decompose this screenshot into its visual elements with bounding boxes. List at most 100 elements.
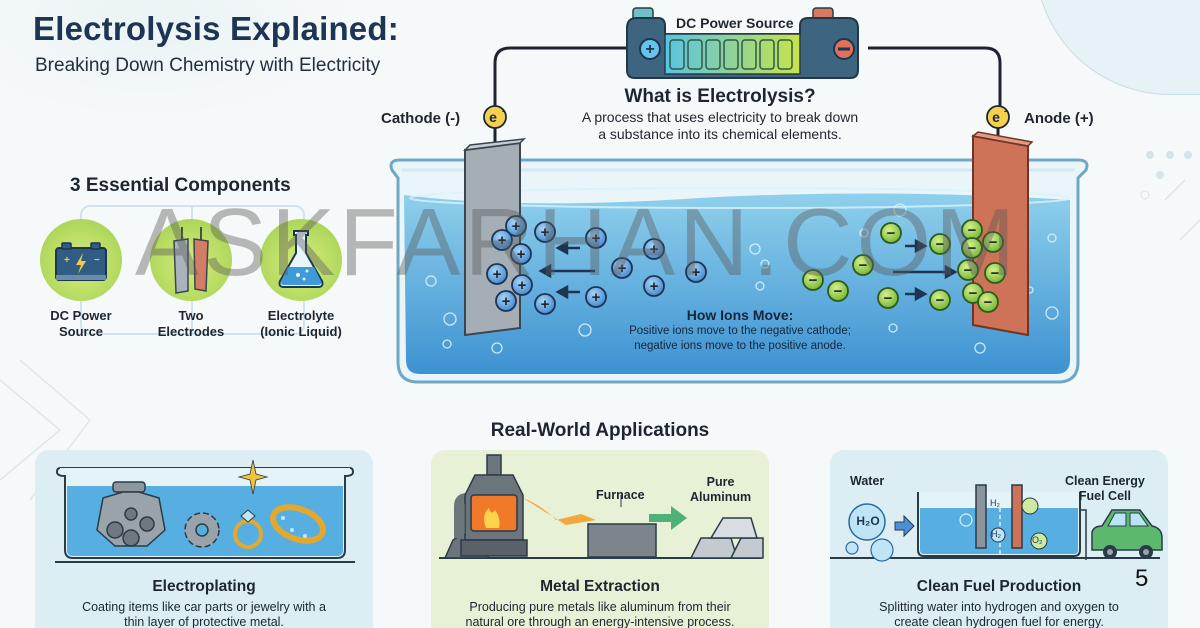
svg-text:−: − [968, 222, 977, 239]
desc-line: natural ore through an energy-intensive … [465, 615, 735, 628]
definition-line: A process that uses electricity to break… [581, 109, 859, 125]
anion-icon: − [982, 231, 1004, 253]
svg-text:−: − [859, 257, 868, 274]
cation-icon: + [685, 261, 707, 283]
anion-icon: − [827, 280, 849, 302]
ring-icon [233, 509, 263, 549]
beaker [389, 158, 1089, 384]
label-line: Aluminum [690, 490, 752, 504]
clean-fuel-illustration [830, 484, 1163, 562]
svg-text:−: − [968, 240, 977, 257]
svg-text:−: − [969, 285, 978, 302]
cation-icon: + [510, 243, 532, 265]
sparkle-icon [237, 459, 269, 495]
electrolysis-tank [917, 484, 1087, 560]
desc-line: create clean hydrogen fuel for energy. [894, 615, 1104, 628]
electrodes-icon [173, 227, 209, 294]
page-number: 5 [1135, 565, 1149, 592]
svg-text:−: − [887, 225, 896, 242]
label-line: Fuel Cell [1078, 489, 1131, 503]
anion-icon: − [929, 233, 951, 255]
definition-text: A process that uses electricity to break… [560, 109, 880, 143]
cation-icon: + [534, 221, 556, 243]
watermark: ASKFARHAN.COM [135, 189, 1020, 296]
svg-text:−: − [809, 272, 818, 289]
furnace-icon [460, 454, 528, 557]
component-electrolyte [260, 219, 342, 301]
label-line: Pure [706, 475, 735, 489]
cation-icon: + [585, 286, 607, 308]
anion-icon: − [929, 289, 951, 311]
svg-text:+: + [692, 264, 701, 281]
gear-icon [184, 512, 220, 548]
cation-icon: + [611, 257, 633, 279]
ions-line: Positive ions move to the negative catho… [629, 325, 851, 337]
flask-icon [278, 230, 324, 288]
anode-label: Anode (+) [1024, 110, 1094, 127]
molten-metal [523, 498, 596, 525]
desc-line: thin layer of protective metal. [124, 615, 284, 628]
engine-icon [96, 481, 166, 547]
svg-text:+: + [541, 296, 550, 313]
svg-text:+: + [650, 278, 659, 295]
applications-heading: Real-World Applications [490, 420, 710, 441]
cation-icon: + [643, 238, 665, 260]
cation-icon: + [643, 275, 665, 297]
page-subtitle: Breaking Down Chemistry with Electricity [35, 55, 381, 76]
svg-text:+: + [493, 266, 502, 283]
svg-text:−: − [964, 262, 973, 279]
svg-text:+: + [541, 224, 550, 241]
svg-text:+: + [517, 246, 526, 263]
card-desc-electroplating: Coating items like car parts or jewelry … [35, 600, 373, 628]
definition-heading: What is Electrolysis? [624, 86, 816, 107]
svg-text:+: + [498, 232, 507, 249]
desc-line: Splitting water into hydrogen and oxygen… [879, 600, 1119, 614]
svg-text:+: + [502, 293, 511, 310]
fuel-cell-label: Clean Energy Fuel Cell [1065, 474, 1145, 504]
ions-line: negative ions move to the positive anode… [634, 340, 846, 352]
water-molecule-icon [845, 503, 894, 562]
svg-text:+: + [650, 241, 659, 258]
label-line: Clean Energy [1065, 474, 1145, 488]
cathode-label: Cathode (-) [381, 110, 461, 127]
positive-terminal-symbol: + [645, 41, 654, 58]
component-label-dc-power: DC Power Source [26, 308, 136, 340]
svg-text:−: − [94, 255, 100, 266]
furnace-label: Furnace [596, 488, 645, 502]
ions-heading: How Ions Move: [686, 307, 794, 323]
anion-icon: − [984, 262, 1006, 284]
svg-text:+: + [512, 218, 521, 235]
svg-text:−: − [984, 294, 993, 311]
desc-line: Producing pure metals like aluminum from… [469, 600, 731, 614]
desc-line: Coating items like car parts or jewelry … [82, 600, 326, 614]
component-label-electrodes: Two Electrodes [136, 308, 246, 340]
cation-icon: + [585, 227, 607, 249]
decorative-dots [1140, 151, 1200, 241]
card-desc-clean-fuel: Splitting water into hydrogen and oxygen… [830, 600, 1168, 628]
anions-group: −−−−−−−−−−−−−− [802, 219, 1006, 313]
wire-left [493, 46, 627, 108]
ions-text: Positive ions move to the negative catho… [585, 324, 895, 354]
electron-icon-anode: e - [986, 105, 1010, 129]
dc-power-source: + [626, 7, 859, 79]
positive-terminal-icon [639, 38, 661, 60]
svg-text:−: − [884, 290, 893, 307]
crucible [587, 523, 657, 558]
battery-icon: + − [55, 242, 107, 281]
card-title-clean-fuel: Clean Fuel Production [916, 578, 1082, 595]
svg-text:+: + [592, 289, 601, 306]
svg-text:−: − [936, 236, 945, 253]
component-label-electrolyte: Electrolyte (Ionic Liquid) [246, 308, 356, 340]
definition-line: a substance into its chemical elements. [598, 126, 842, 142]
pure-aluminum-label: Pure Aluminum [690, 475, 751, 505]
svg-text:+: + [518, 277, 527, 294]
label-line: Electrodes [157, 324, 225, 339]
metal-extraction-illustration [439, 454, 764, 559]
cation-icon: + [495, 290, 517, 312]
svg-text:-: - [502, 106, 505, 116]
anion-icon: − [957, 259, 979, 281]
water-label: Water [850, 474, 885, 488]
arrow-icon [894, 514, 915, 538]
svg-text:+: + [64, 255, 70, 266]
